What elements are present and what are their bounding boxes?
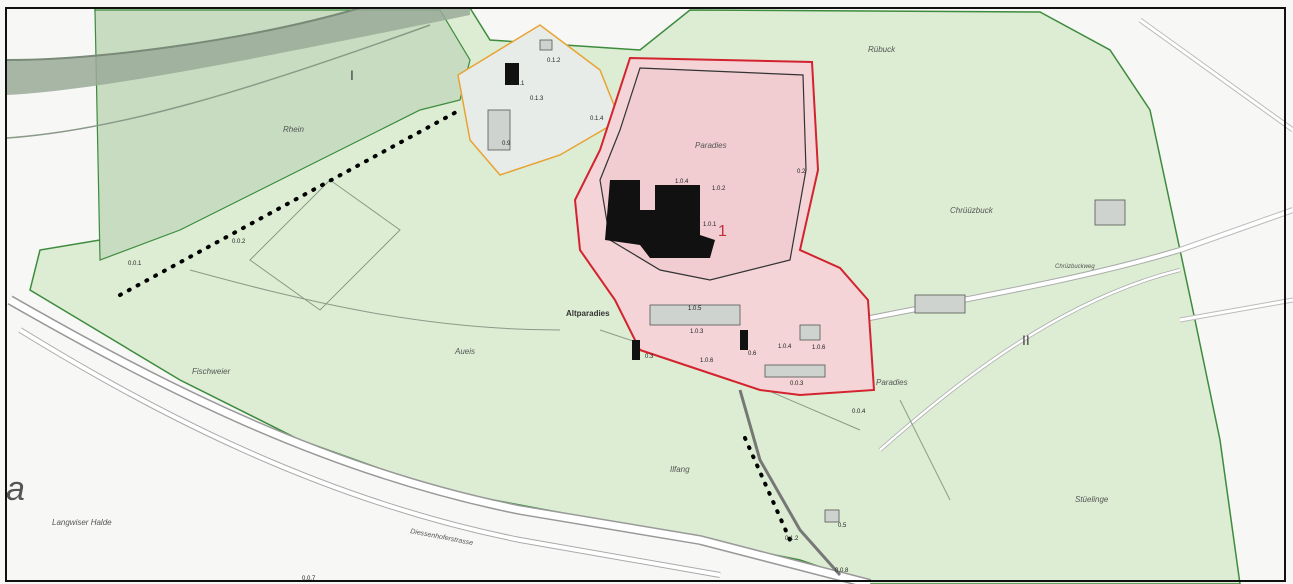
object-id-0-2: 0.2 [797, 169, 806, 175]
object-id-1-0-3: 1.0.3 [690, 329, 704, 335]
object-id-0-9: 0.9 [502, 141, 511, 147]
hedge-row-2 [743, 436, 792, 542]
rhein-bank [6, 7, 361, 61]
place-rhein: Rhein [283, 125, 304, 134]
object-id-1-0-4b: 1.0.4 [778, 344, 792, 350]
place-stueelinge: Stüelinge [1075, 495, 1109, 504]
object-id-0-0-1: 0.0.1 [128, 261, 142, 267]
rhein-river [7, 8, 470, 95]
zone-label-i: I [350, 67, 354, 83]
object-id-1-0-4: 1.0.4 [675, 179, 689, 185]
place-chruzbuckweg: Chrüzbuckweg [1055, 264, 1095, 270]
object-id-0-1-4: 0.1.4 [590, 116, 604, 122]
place-altparadies: Altparadies [566, 309, 610, 318]
rhein-bank-south [6, 24, 431, 139]
place-paradies-east: Paradies [876, 378, 908, 387]
outbuildings [487, 39, 1126, 523]
zone-label-ii: II [1022, 332, 1030, 348]
place-aueis: Aueis [454, 347, 475, 356]
road-network [7, 17, 1293, 584]
object-id-0-3: 0.3 [645, 354, 654, 360]
buildings [505, 63, 748, 360]
object-id-1-0-6b: 1.0.6 [812, 345, 826, 351]
object-id-1-0-5: 1.0.5 [688, 306, 702, 312]
object-id-1-0-2: 1.0.2 [712, 186, 726, 192]
object-id-0-0-8: 0.0.8 [835, 568, 849, 574]
object-id-0-0-4: 0.0.4 [852, 409, 866, 415]
object-id-0-0-3: 0.0.3 [790, 381, 804, 387]
place-paradies-top: Paradies [695, 141, 727, 150]
object-id-1-0-6: 1.0.6 [700, 358, 714, 364]
protection-zone-upper [94, 9, 471, 261]
object-id-0-6: 0.6 [748, 351, 757, 357]
object-id-0-5: 0.5 [838, 523, 847, 529]
zone-label-1: 1 [718, 223, 727, 240]
object-id-0-1-2b: 0.1.2 [785, 536, 799, 542]
object-id-0-0-7: 0.0.7 [302, 576, 316, 582]
object-id-1-0-1: 1.0.1 [703, 222, 717, 228]
place-langwiser-halde: Langwiser Halde [52, 518, 112, 527]
place-chruzbuck: Chrüüzbuck [950, 206, 994, 215]
place-ilfang: Ilfang [670, 465, 690, 474]
object-id-0-1-1: 0.1.1 [511, 81, 525, 87]
place-partial-left: a [6, 470, 25, 508]
place-fischweier: Fischweier [192, 367, 231, 376]
object-id-0-1-3: 0.1.3 [530, 96, 544, 102]
object-id-0-0-2: 0.0.2 [232, 239, 246, 245]
place-ribuck: Rübuck [868, 45, 896, 54]
hedge-row-1 [118, 108, 462, 297]
object-id-0-1-2: 0.1.2 [547, 58, 561, 64]
